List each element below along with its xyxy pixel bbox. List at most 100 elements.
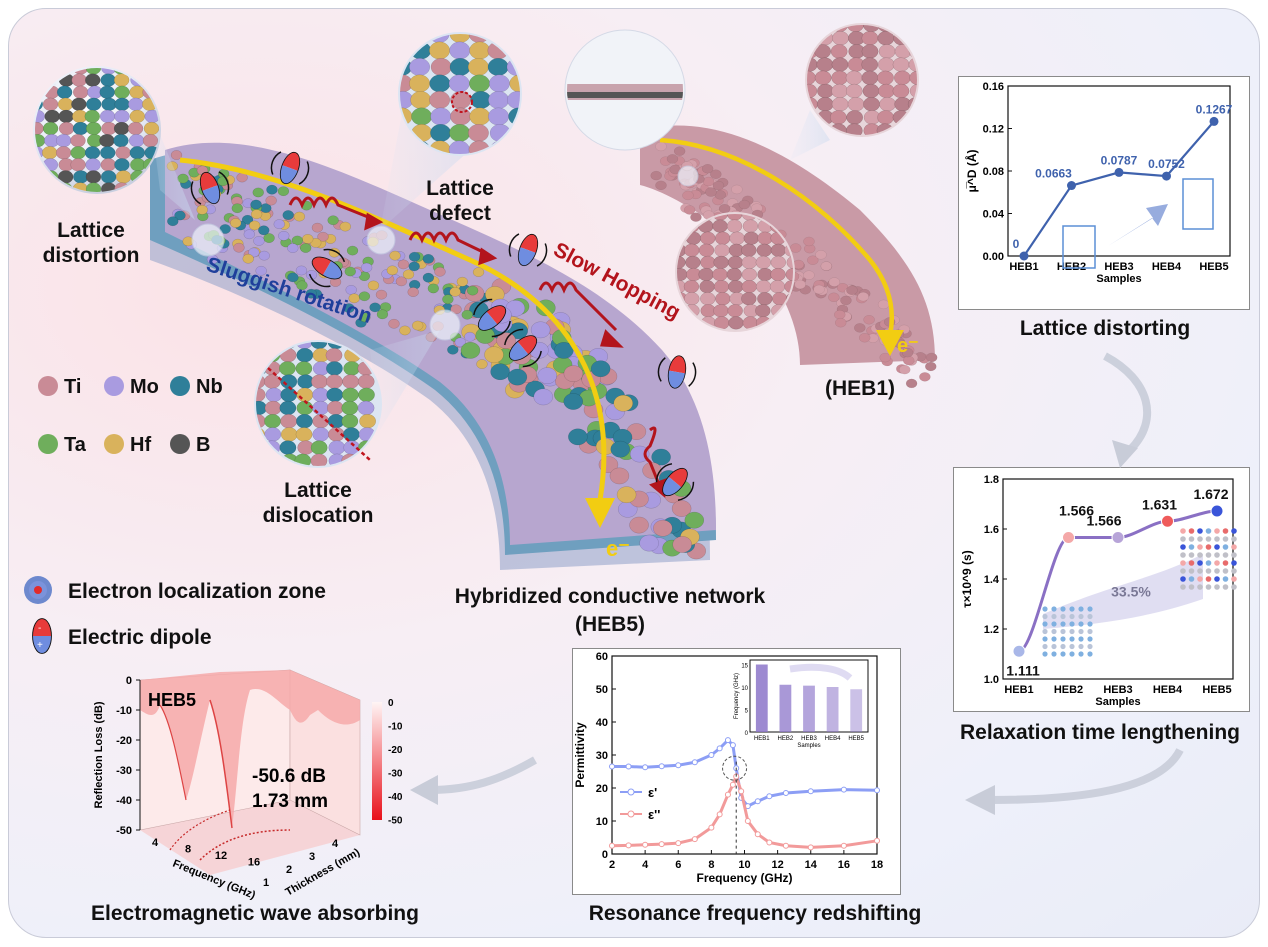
z-axis-label: Reflection Loss (dB) [93,701,105,808]
data-point [1162,171,1171,181]
lattice-atom [1180,544,1186,550]
svg-text:+: + [37,640,43,651]
inset-y-label: Frequency (GHz) [734,673,740,719]
x-tick-label: HEB5 [1202,684,1231,696]
x-tick-label: 14 [805,859,818,871]
lattice-atom [1051,606,1057,612]
lattice-distorting-title: Lattice distorting [1019,317,1191,340]
y-tick-label: 10 [596,816,608,828]
resonance-title: Resonance frequency redshifting [588,902,922,925]
inset-bar [803,685,815,732]
inset-x-label: Samples [797,743,820,749]
data-point [658,841,665,848]
data-point [716,811,723,818]
inset-y-tick: 0 [745,731,749,737]
x-tick-label: 10 [738,859,750,871]
x-axis-label: Samples [1096,273,1141,285]
lattice-atom [1222,568,1229,574]
bubbles [191,165,699,341]
x-tick-label: HEB1 [1004,684,1033,696]
lattice-dislocation-label: Lattice dislocation [262,479,374,528]
lattice-atom [1051,628,1057,635]
data-point [724,737,731,744]
lattice-atom [1180,568,1186,574]
lattice-atom [1197,576,1203,582]
slow-hopping-arrows [288,196,668,498]
lattice-atom [1222,560,1229,566]
lattice-atom [1078,606,1084,612]
lattice-atom [1188,568,1195,574]
lattice-atom [1205,568,1212,574]
data-point [609,763,615,770]
element-legend-item: Ta [38,434,87,456]
x-tick-label: 6 [675,859,681,871]
inset-y-tick: 10 [741,686,748,692]
y-tick-label: 2 [286,864,292,876]
data-point [708,752,715,758]
lattice-atom [1214,528,1220,534]
data-point [754,831,761,838]
min-rl-value: -50.6 dB [252,766,326,787]
data-point [1111,531,1125,544]
lattice-atom [1042,628,1048,635]
min-rl-thickness: 1.73 mm [252,791,328,812]
z-tick-label: -40 [116,795,132,807]
y-tick-label: 0.00 [983,251,1004,263]
element-symbol: Ti [64,376,81,398]
y-tick-label: 0.08 [983,166,1004,178]
data-point [1067,181,1076,191]
colorbar-tick: -50 [388,816,403,827]
lattice-distortion-label: Lattice distortion [42,219,140,268]
lattice-atom [1197,584,1203,590]
lattice-atom [1087,628,1093,635]
lattice-atom [1214,544,1220,550]
element-swatch [170,434,190,454]
z-tick-label: 0 [126,675,132,687]
y-tick-label: 20 [596,783,608,795]
element-legend-item: Mo [104,376,159,398]
inset-x-tick: HEB2 [778,736,794,742]
unit-cell-icon [1062,225,1096,269]
annotation-percent: 33.5% [1111,584,1151,600]
surface-ridge [159,704,187,801]
data-label: 0 [1013,237,1020,251]
heb5-electron-label: e⁻ [606,536,630,561]
inset-y-tick: 5 [745,709,749,715]
data-point [1209,116,1219,126]
y-tick-label: 40 [596,717,608,729]
lattice-atom [1069,636,1075,642]
lattice-atom [1197,560,1203,566]
lattice-atom [1060,613,1066,620]
lattice-atom [1051,643,1057,650]
lattice-atom [1060,651,1066,657]
electric-dipole-label: Electric dipole [68,626,212,649]
lattice-defect-label: Lattice defect [426,177,494,226]
data-point [625,842,632,849]
data-point [1012,644,1026,658]
heb1-layer-magnifier [564,29,686,151]
data-point [840,786,847,793]
lattice-atom [1205,528,1212,534]
lattice-atom [1222,536,1229,542]
inset-x-tick: HEB1 [754,736,770,742]
element-legend-item: Nb [170,376,223,398]
data-point [754,798,761,805]
network-subtitle: (HEB5) [574,613,645,636]
data-label: 0.1267 [1196,102,1233,116]
x-tick-label: 12 [215,850,227,862]
colorbar-tick: 0 [388,698,394,709]
data-point [729,742,736,749]
y-tick-label: 1 [263,877,269,889]
lattice-atom [1069,606,1075,612]
lattice-atom [1060,628,1066,635]
lattice-atom [1069,621,1075,627]
data-point [738,788,745,795]
lattice-atom [1188,552,1195,558]
data-label: 0.0787 [1101,153,1138,167]
floor-contour [169,809,231,851]
data-point [1019,251,1029,261]
lattice-atom [1197,568,1203,574]
y-tick-label: 1.4 [984,574,1000,586]
lattice-atom [1069,613,1075,620]
